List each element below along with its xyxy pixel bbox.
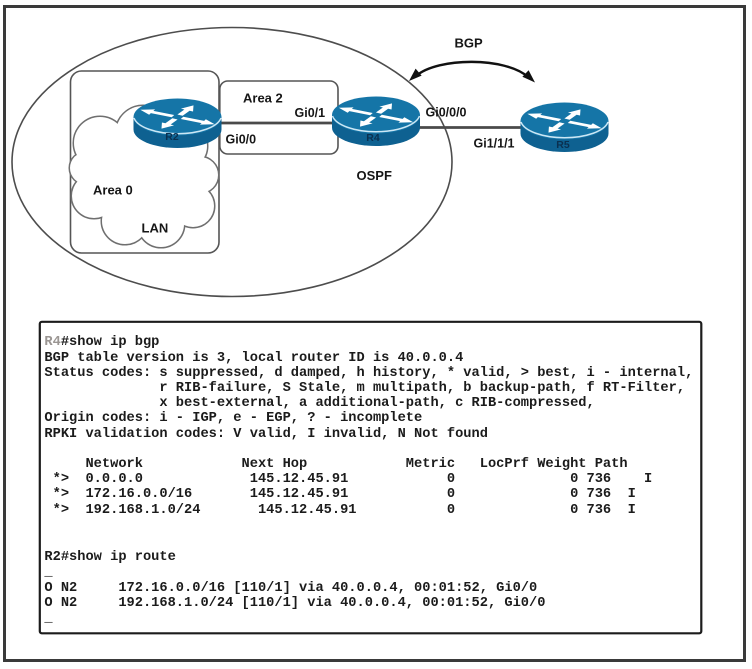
svg-text:Gi0/0: Gi0/0 bbox=[226, 133, 257, 147]
svg-text:Area 0: Area 0 bbox=[93, 183, 133, 198]
svg-text:OSPF: OSPF bbox=[357, 168, 392, 183]
svg-text:Gi0/1: Gi0/1 bbox=[295, 106, 326, 120]
svg-text:BGP: BGP bbox=[455, 36, 484, 51]
svg-text:Gi1/1/1: Gi1/1/1 bbox=[474, 137, 515, 151]
svg-text:R4: R4 bbox=[366, 132, 380, 144]
svg-text:LAN: LAN bbox=[142, 221, 169, 236]
svg-text:R5: R5 bbox=[556, 139, 570, 151]
svg-text:Area 2: Area 2 bbox=[243, 91, 283, 106]
svg-text:R2: R2 bbox=[165, 131, 179, 143]
svg-text:Gi0/0/0: Gi0/0/0 bbox=[426, 106, 467, 120]
